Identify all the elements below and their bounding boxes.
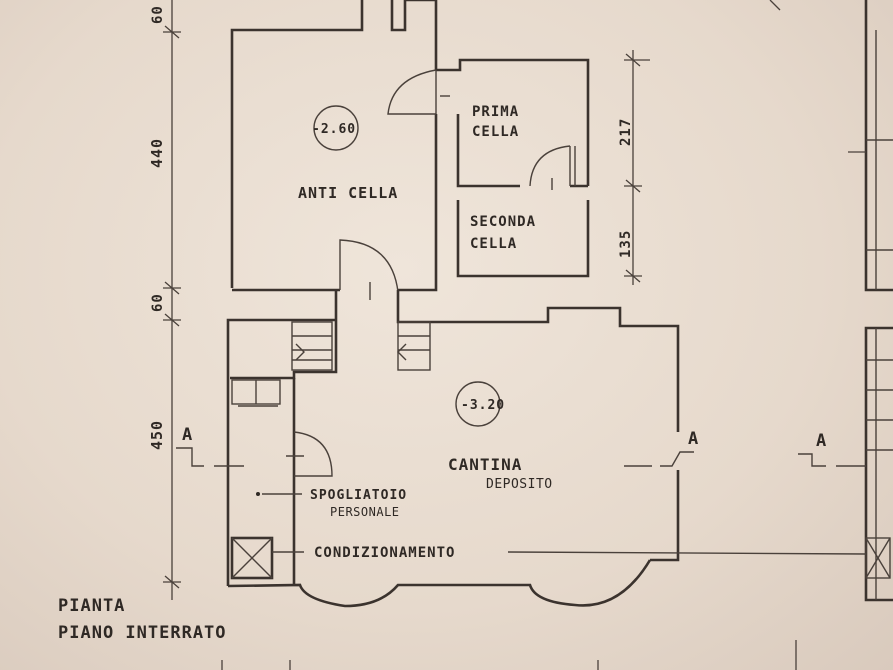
dim-217: 217 bbox=[618, 118, 634, 146]
dimension-line-cells bbox=[624, 50, 650, 285]
section-a-left: A bbox=[182, 425, 193, 445]
dimension-line-vertical bbox=[163, 0, 181, 600]
room-anti-cella: ANTI CELLA bbox=[298, 184, 398, 202]
ac-unit bbox=[230, 536, 274, 580]
label-condizionamento: CONDIZIONAMENTO bbox=[314, 545, 455, 561]
section-marker-far-right bbox=[798, 453, 866, 467]
room-prima: PRIMA bbox=[472, 104, 519, 120]
level-circle-lower bbox=[455, 381, 501, 427]
level-circle-upper bbox=[313, 105, 359, 151]
room-cantina: CANTINA bbox=[448, 455, 522, 474]
dim-440: 440 bbox=[148, 138, 166, 168]
level-upper: -2.60 bbox=[312, 122, 356, 137]
upper-block-walls bbox=[230, 0, 438, 292]
section-marker-left bbox=[176, 447, 244, 467]
room-seconda: SECONDA bbox=[470, 214, 536, 230]
dim-60-top: 60 bbox=[150, 5, 166, 24]
section-a-far-right: A bbox=[816, 431, 827, 451]
leader-condizionamento-right bbox=[507, 551, 867, 555]
cells-walls bbox=[436, 58, 590, 278]
section-marker-right bbox=[624, 451, 694, 467]
room-cella-2: CELLA bbox=[470, 236, 517, 252]
door-spogliatoio bbox=[286, 431, 333, 477]
door-seconda-cella bbox=[529, 145, 576, 190]
label-spogliatoio: SPOGLIATOIO bbox=[310, 488, 407, 503]
adjacent-building bbox=[769, 0, 893, 602]
section-a-right: A bbox=[688, 429, 699, 449]
level-lower: -3.20 bbox=[461, 398, 505, 413]
dim-135: 135 bbox=[618, 230, 634, 258]
bottom-dimension-strip bbox=[221, 640, 797, 670]
plan-title-line-2: PIANO INTERRATO bbox=[58, 623, 227, 643]
leader-dot-spogliatoio bbox=[256, 492, 260, 496]
locker-unit bbox=[231, 379, 281, 407]
door-prima-cella bbox=[387, 69, 450, 115]
door-anti-cella bbox=[339, 239, 399, 300]
room-deposito: DEPOSITO bbox=[486, 477, 553, 492]
stair-landing bbox=[291, 321, 431, 371]
label-personale: PERSONALE bbox=[330, 505, 400, 519]
dim-60-mid: 60 bbox=[150, 293, 166, 312]
room-cella-1: CELLA bbox=[472, 124, 519, 140]
plan-title-line-1: PIANTA bbox=[58, 596, 125, 616]
dim-450: 450 bbox=[148, 420, 166, 450]
